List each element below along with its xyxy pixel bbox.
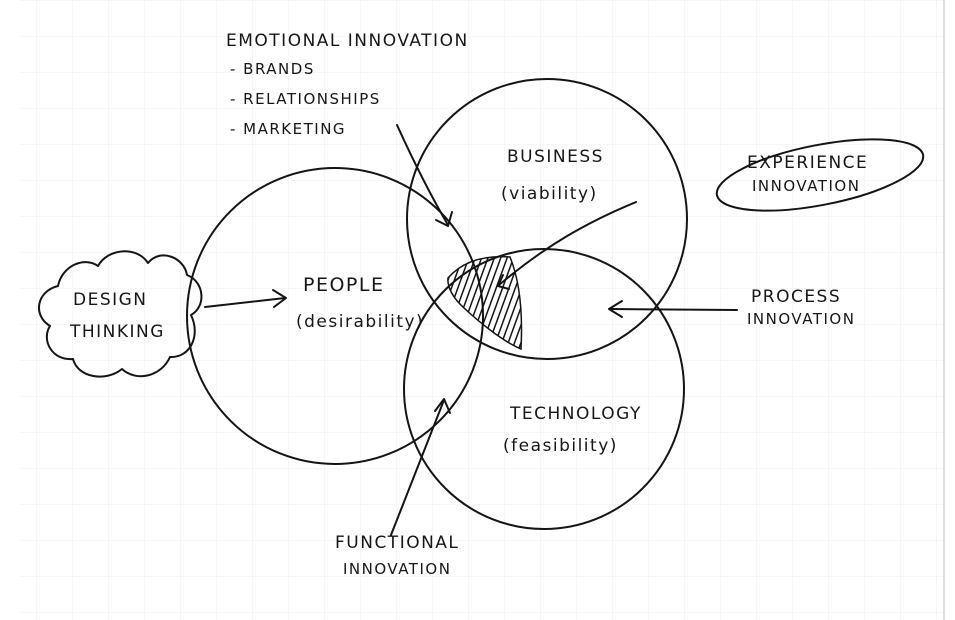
experience-label-line2: INNOVATION bbox=[752, 177, 860, 195]
functional-arrow bbox=[390, 399, 445, 536]
design-thinking-line1: DESIGN bbox=[73, 290, 148, 310]
experience-label-line1: EXPERIENCE bbox=[747, 153, 868, 173]
technology-circle bbox=[403, 248, 685, 530]
people-label: PEOPLE bbox=[303, 274, 384, 296]
process-arrow-head bbox=[608, 300, 623, 318]
process-arrow bbox=[609, 308, 738, 311]
business-label: BUSINESS bbox=[507, 147, 604, 167]
technology-label: TECHNOLOGY bbox=[509, 404, 642, 424]
technology-sublabel: (feasibility) bbox=[503, 436, 618, 456]
design-thinking-arrow-head bbox=[272, 289, 287, 308]
business-sublabel: (viability) bbox=[501, 184, 598, 204]
emotional-innovation-relationships: - RELATIONSHIPS bbox=[230, 90, 381, 108]
emotional-innovation-title: EMOTIONAL INNOVATION bbox=[226, 31, 469, 51]
design-thinking-cloud bbox=[38, 250, 203, 378]
business-circle bbox=[406, 78, 688, 360]
experience-ellipse bbox=[715, 138, 925, 212]
functional-arrow-head bbox=[434, 398, 451, 414]
people-sublabel: (desirability) bbox=[296, 312, 424, 332]
design-thinking-arrow bbox=[204, 297, 286, 308]
functional-label-line2: INNOVATION bbox=[343, 560, 451, 578]
emotional-arrow bbox=[396, 124, 449, 226]
experience-arrow-head bbox=[497, 274, 510, 290]
people-circle bbox=[186, 167, 484, 465]
emotional-innovation-brands: - BRANDS bbox=[230, 60, 315, 78]
design-thinking-line2: THINKING bbox=[69, 322, 165, 342]
functional-label-line1: FUNCTIONAL bbox=[335, 533, 459, 553]
process-label-line2: INNOVATION bbox=[747, 310, 855, 328]
process-label-line1: PROCESS bbox=[751, 287, 841, 307]
emotional-arrow-head bbox=[435, 211, 453, 227]
shaded-intersection bbox=[447, 255, 523, 351]
emotional-innovation-marketing: - MARKETING bbox=[230, 120, 346, 138]
experience-arrow bbox=[498, 201, 637, 286]
